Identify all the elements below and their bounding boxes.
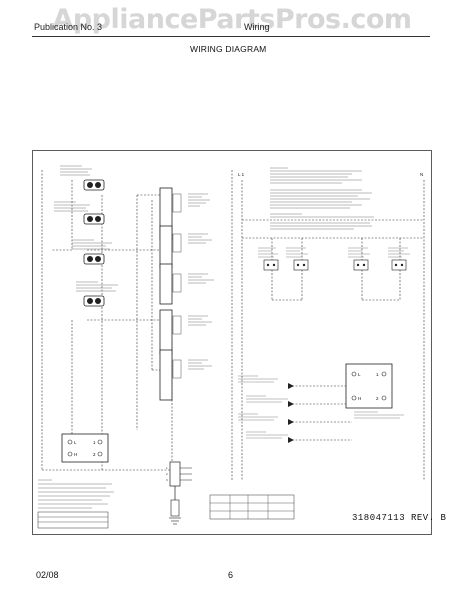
switch-terminal-l-right: L [358, 372, 361, 377]
surface-element-left-front [293, 259, 309, 271]
switch-terminal-h-left: H [74, 452, 77, 457]
switch-terminal-2-left: 2 [93, 452, 96, 457]
section-label: Wiring [244, 22, 270, 32]
connector-pin-1: 1 [166, 466, 168, 470]
line-label-n: N [420, 172, 423, 177]
legend-table-left [37, 511, 109, 529]
footer-date: 02/08 [36, 570, 59, 580]
page-number: 6 [228, 570, 234, 580]
top-burner-ignitor-3 [83, 253, 105, 265]
header-rule [32, 36, 430, 37]
switch-terminal-1-right: 1 [376, 372, 379, 377]
switch-terminal-2-right: 2 [376, 396, 379, 401]
right-panel-wiring [241, 180, 425, 480]
wiring-diagram: L H 1 2 1 2 3 L 1 N [32, 150, 432, 535]
element-switch-stack [159, 187, 182, 401]
surface-element-front-right [263, 259, 279, 271]
ignitor-arrows [288, 383, 294, 443]
ignitor-descriptions [54, 165, 118, 292]
ignitor-module-right [345, 363, 393, 409]
diagram-border [32, 150, 432, 535]
instruction-note-block [270, 167, 374, 230]
wire-connector [169, 461, 192, 525]
site-watermark: AppliancePartsPros.com [52, 4, 412, 35]
ignitor-module-left [61, 433, 109, 463]
connector-pin-3: 3 [166, 478, 168, 482]
left-panel-wiring [41, 170, 173, 471]
warning-note-block [38, 479, 114, 509]
surface-element-left-rear [353, 259, 369, 271]
top-burner-ignitor-2 [83, 213, 105, 225]
surface-element-right-rear [391, 259, 407, 271]
connector-pin-2: 2 [166, 472, 168, 476]
element-descriptions [188, 193, 214, 370]
voltage-table [209, 494, 295, 520]
switch-terminal-1-left: 1 [93, 440, 96, 445]
top-burner-ignitor-4 [83, 295, 105, 307]
line-label-l1: L 1 [238, 172, 245, 177]
page-title: WIRING DIAGRAM [190, 44, 267, 54]
top-burner-ignitor-1 [83, 179, 105, 191]
module-description [354, 411, 404, 419]
publication-label: Publication No. 3 [34, 22, 103, 32]
switch-terminal-h-right: H [358, 396, 361, 401]
ignitor-labels-right [238, 375, 288, 439]
surface-element-descriptions [258, 247, 410, 258]
switch-terminal-l-left: L [74, 440, 77, 445]
part-number: 318047113 REV. B [352, 513, 447, 523]
